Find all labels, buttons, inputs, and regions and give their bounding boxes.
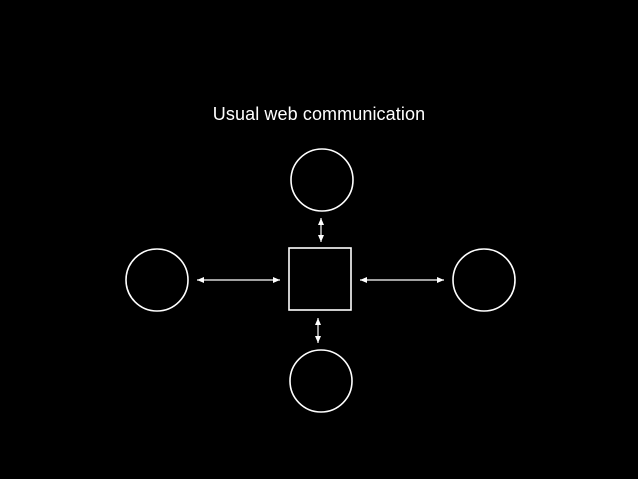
client-node-bottom <box>289 349 353 413</box>
server-node <box>288 247 352 311</box>
client-node-right <box>452 248 516 312</box>
client-node-top <box>290 148 354 212</box>
slide-title: Usual web communication <box>212 104 426 124</box>
client-node-left <box>125 248 189 312</box>
